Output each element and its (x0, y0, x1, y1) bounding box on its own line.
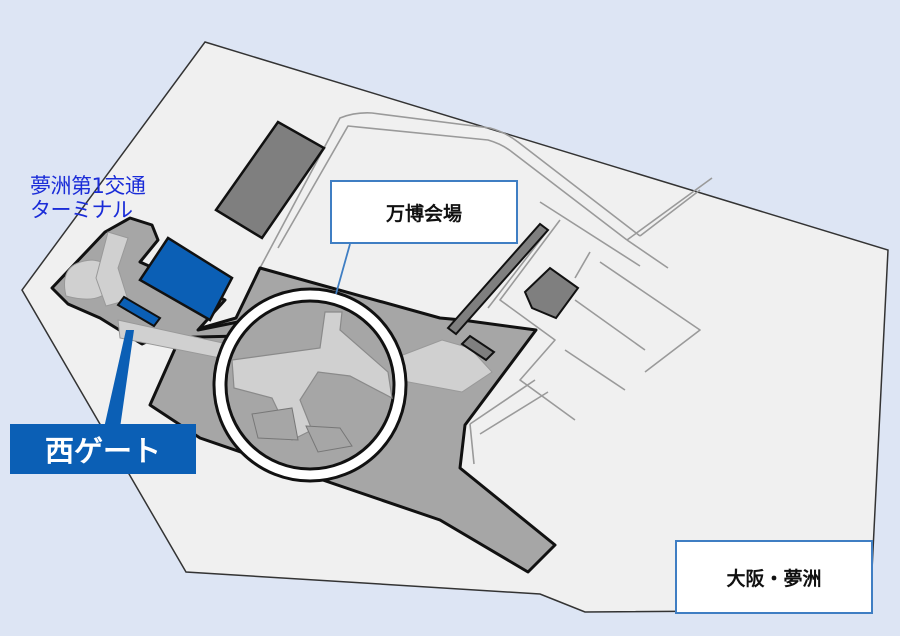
west-gate-label: 西ゲート (44, 434, 161, 468)
ring-pavilion-block (305, 425, 353, 453)
venue-label: 万博会場 (385, 202, 462, 225)
west-gate-marker[interactable] (116, 295, 162, 328)
gate-callout-pointer (104, 330, 134, 428)
east-long-building (446, 222, 550, 336)
terminal-label: 夢洲第1交通 ターミナル (30, 174, 146, 222)
road-network (259, 112, 713, 465)
venue-label-box[interactable]: 万博会場 (330, 180, 518, 244)
venue-callout-line (335, 243, 351, 295)
terminal-label-line1: 夢洲第1交通 (30, 174, 146, 198)
area-label-box: 大阪・夢洲 (675, 540, 873, 614)
north-dark-building (214, 120, 326, 240)
east-gate-building (460, 334, 496, 362)
terminal-building[interactable] (138, 236, 234, 322)
west-gate-label-box[interactable]: 西ゲート (10, 424, 196, 474)
ring-pavilion-block (251, 407, 299, 441)
east-small-building (523, 266, 580, 320)
terminal-label-line2: ターミナル (30, 198, 133, 222)
area-label: 大阪・夢洲 (726, 567, 822, 590)
